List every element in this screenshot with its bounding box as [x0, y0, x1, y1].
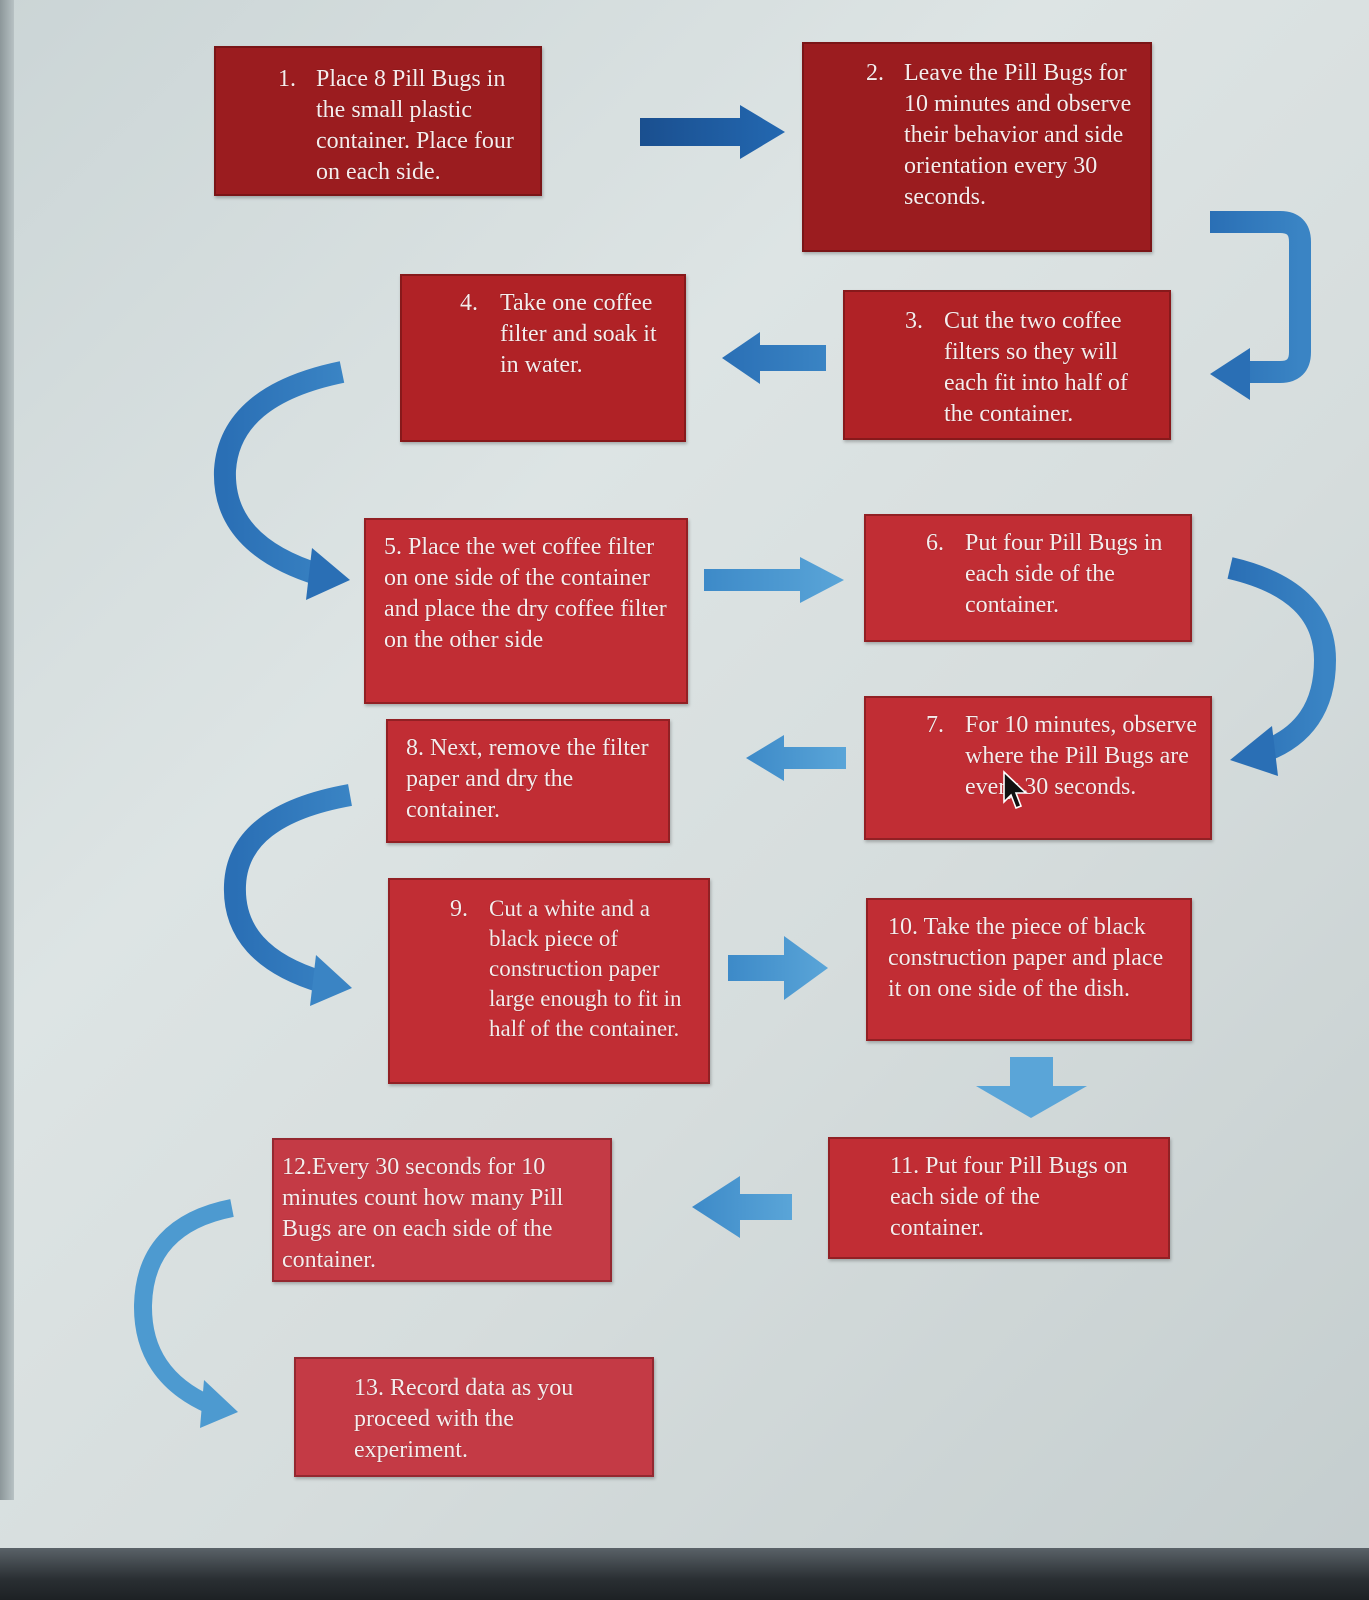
monitor-bezel-bottom — [0, 1548, 1369, 1600]
step-6-number: 6. — [926, 530, 944, 556]
step-1-number: 1. — [278, 66, 296, 92]
mouse-cursor-icon — [1003, 770, 1028, 810]
step-9-text: Cut a white and a black piece of constru… — [489, 896, 682, 1041]
step-10-box: 10. Take the piece of black construction… — [866, 898, 1192, 1041]
arrow-9-to-10 — [728, 936, 828, 1000]
step-12-box: 12.Every 30 seconds for 10 minutes count… — [272, 1138, 612, 1282]
arrow-8-to-9 — [223, 784, 352, 993]
step-3-number: 3. — [905, 308, 923, 334]
arrow-4-to-5-head — [306, 548, 350, 600]
arrow-7-to-8 — [746, 735, 846, 781]
step-12-text: 12.Every 30 seconds for 10 minutes count… — [282, 1154, 564, 1273]
step-9-number: 9. — [450, 896, 468, 922]
step-9-box: 9. Cut a white and a black piece of cons… — [388, 878, 710, 1084]
step-2-box: 2. Leave the Pill Bugs for 10 minutes an… — [802, 42, 1152, 252]
step-1-box: 1. Place 8 Pill Bugs in the small plasti… — [214, 46, 542, 196]
arrow-10-to-11 — [976, 1057, 1087, 1118]
step-11-text: 11. Put four Pill Bugs on each side of t… — [890, 1153, 1128, 1241]
step-10-text: 10. Take the piece of black construction… — [888, 914, 1164, 1002]
arrow-12-to-13-head — [200, 1380, 238, 1428]
arrow-2-to-3 — [1210, 211, 1311, 383]
step-4-text: Take one coffee filter and soak it in wa… — [500, 290, 657, 378]
step-7-text: For 10 minutes, observe where the Pill B… — [965, 712, 1197, 800]
step-2-number: 2. — [866, 60, 884, 86]
step-7-number: 7. — [926, 712, 944, 738]
step-13-box: 13. Record data as you proceed with the … — [294, 1357, 654, 1477]
arrow-6-to-7-head — [1230, 726, 1278, 776]
step-13-text: 13. Record data as you proceed with the … — [354, 1375, 574, 1463]
step-1-text: Place 8 Pill Bugs in the small plastic c… — [316, 66, 514, 185]
arrow-11-to-12 — [692, 1176, 792, 1238]
arrow-5-to-6 — [704, 557, 844, 603]
arrow-2-to-3-head — [1210, 348, 1250, 400]
step-5-box: 5. Place the wet coffee filter on one si… — [364, 518, 688, 704]
step-8-text: 8. Next, remove the filter paper and dry… — [406, 735, 649, 823]
step-7-box: 7. For 10 minutes, observe where the Pil… — [864, 696, 1212, 840]
arrow-4-to-5 — [213, 361, 345, 586]
step-3-text: Cut the two coffee filters so they will … — [944, 308, 1128, 427]
arrow-6-to-7 — [1227, 557, 1337, 763]
arrow-3-to-4 — [722, 332, 826, 384]
step-11-box: 11. Put four Pill Bugs on each side of t… — [828, 1137, 1170, 1259]
arrow-1-to-2 — [640, 105, 785, 159]
step-2-text: Leave the Pill Bugs for 10 minutes and o… — [904, 60, 1132, 210]
arrow-12-to-13 — [133, 1199, 234, 1414]
step-4-box: 4. Take one coffee filter and soak it in… — [400, 274, 686, 442]
step-4-number: 4. — [460, 290, 478, 316]
step-5-text: 5. Place the wet coffee filter on one si… — [384, 534, 667, 653]
step-3-box: 3. Cut the two coffee filters so they wi… — [843, 290, 1171, 440]
arrow-8-to-9-head — [310, 955, 352, 1006]
step-6-text: Put four Pill Bugs in each side of the c… — [965, 530, 1163, 618]
step-6-box: 6. Put four Pill Bugs in each side of th… — [864, 514, 1192, 642]
step-8-box: 8. Next, remove the filter paper and dry… — [386, 719, 670, 843]
monitor-bezel-left — [0, 0, 14, 1500]
